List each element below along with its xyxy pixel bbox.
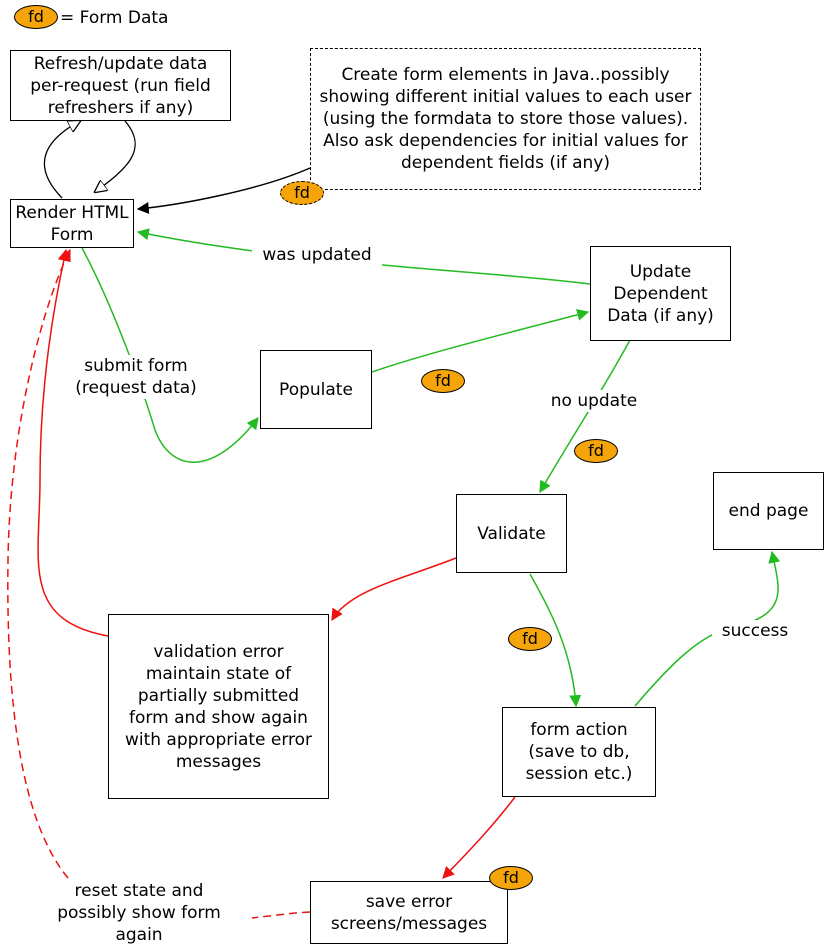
- legend-text: = Form Data: [60, 8, 169, 28]
- node-form-action-text: form action (save to db, session etc.): [525, 720, 633, 784]
- label-no-update: no update: [540, 390, 648, 412]
- fd-badge-populate-text: fd: [435, 371, 451, 390]
- node-refresh: Refresh/update data per-request (run fie…: [10, 50, 231, 121]
- legend-fd-badge: fd: [14, 5, 58, 29]
- node-validate: Validate: [456, 494, 567, 573]
- label-success: success: [712, 620, 798, 642]
- node-validation-error: validation error maintain state of parti…: [108, 614, 329, 799]
- node-populate: Populate: [260, 350, 372, 429]
- arrow-error-to-render: [37, 248, 109, 637]
- arrow-action-to-save-error: [442, 796, 516, 879]
- node-populate-text: Populate: [279, 379, 353, 400]
- fd-badge-create-text: fd: [294, 183, 310, 202]
- arrow-update-to-validate: [539, 339, 631, 494]
- fd-badge-save-error: fd: [489, 866, 533, 890]
- fd-badge-populate: fd: [421, 369, 465, 393]
- node-validation-error-text: validation error maintain state of parti…: [124, 641, 313, 772]
- fd-badge-no-update: fd: [574, 439, 618, 463]
- arrow-create-to-render: [136, 167, 311, 214]
- arrow-render-to-refresh: [43, 121, 80, 199]
- node-create-text: Create form elements in Java..possibly s…: [319, 65, 692, 173]
- node-validate-text: Validate: [477, 523, 546, 544]
- node-save-error: save error screens/messages: [310, 881, 508, 944]
- arrow-update-to-render: [136, 228, 591, 285]
- node-render: Render HTML Form: [10, 199, 134, 248]
- node-render-text: Render HTML Form: [15, 202, 129, 245]
- arrow-validate-to-action: [529, 573, 582, 708]
- fd-badge-save-error-text: fd: [503, 868, 519, 887]
- legend-badge-text: fd: [28, 7, 44, 26]
- arrow-validate-to-error: [331, 557, 457, 622]
- arrow-reset-to-render: [7, 248, 71, 879]
- fd-badge-validate: fd: [508, 627, 552, 651]
- node-create: Create form elements in Java..possibly s…: [310, 48, 701, 190]
- fd-badge-validate-text: fd: [522, 629, 538, 648]
- node-update-dependent-text: Update Dependent Data (if any): [607, 261, 714, 326]
- node-save-error-text: save error screens/messages: [330, 891, 488, 934]
- arrow-populate-to-update: [371, 308, 590, 373]
- label-was-updated: was updated: [252, 244, 382, 266]
- node-update-dependent: Update Dependent Data (if any): [590, 246, 731, 341]
- node-form-action: form action (save to db, session etc.): [502, 707, 656, 797]
- arrow-save-error-to-reset: [251, 911, 311, 919]
- node-end-page-text: end page: [728, 501, 809, 521]
- label-reset-state: reset state and possibly show form again: [38, 880, 240, 946]
- node-end-page: end page: [713, 472, 824, 550]
- label-submit-form: submit form (request data): [72, 355, 200, 399]
- fd-badge-create: fd: [280, 181, 324, 205]
- fd-badge-no-update-text: fd: [588, 441, 604, 460]
- arrow-render-to-populate: [81, 247, 259, 463]
- node-refresh-text: Refresh/update data per-request (run fie…: [30, 53, 211, 118]
- arrow-refresh-to-render: [95, 120, 136, 192]
